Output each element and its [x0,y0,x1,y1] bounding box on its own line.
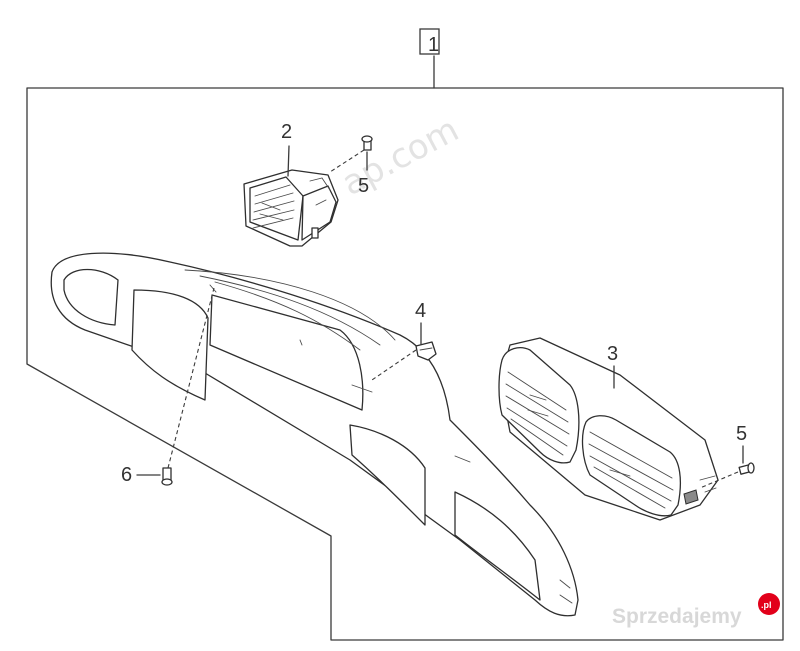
callout-2-leader [287,145,290,177]
callout-1-label: 1 [428,34,439,56]
part-3-center-vent [498,337,719,521]
part-5-screw-right [738,462,755,475]
callout-2-label: 2 [281,121,292,143]
callout-6-label: 6 [121,464,132,486]
screw-6-path [167,287,215,469]
watermark-badge-icon [758,593,780,615]
watermark-brand: Sprzedajemy .pl [612,593,780,628]
watermark-brand-text: Sprzedajemy [612,605,742,628]
callout-1-box: 1 [419,28,440,56]
callout-5-label-right: 5 [736,423,747,445]
callout-5-label-upper: 5 [358,175,369,197]
part-4-clip [415,341,437,361]
watermark-badge-text: .pl [761,600,772,610]
part-2-side-vent [243,169,339,247]
clip-4-path [371,349,417,381]
callout-3-label: 3 [607,343,618,365]
watermark-site-text: ap.com [335,110,465,204]
part-6-screw [161,467,173,486]
part-5-screw-upper [361,135,373,151]
callout-4-label: 4 [415,300,426,322]
instrument-panel-bezel [50,252,579,617]
assembly-frame [26,87,784,641]
